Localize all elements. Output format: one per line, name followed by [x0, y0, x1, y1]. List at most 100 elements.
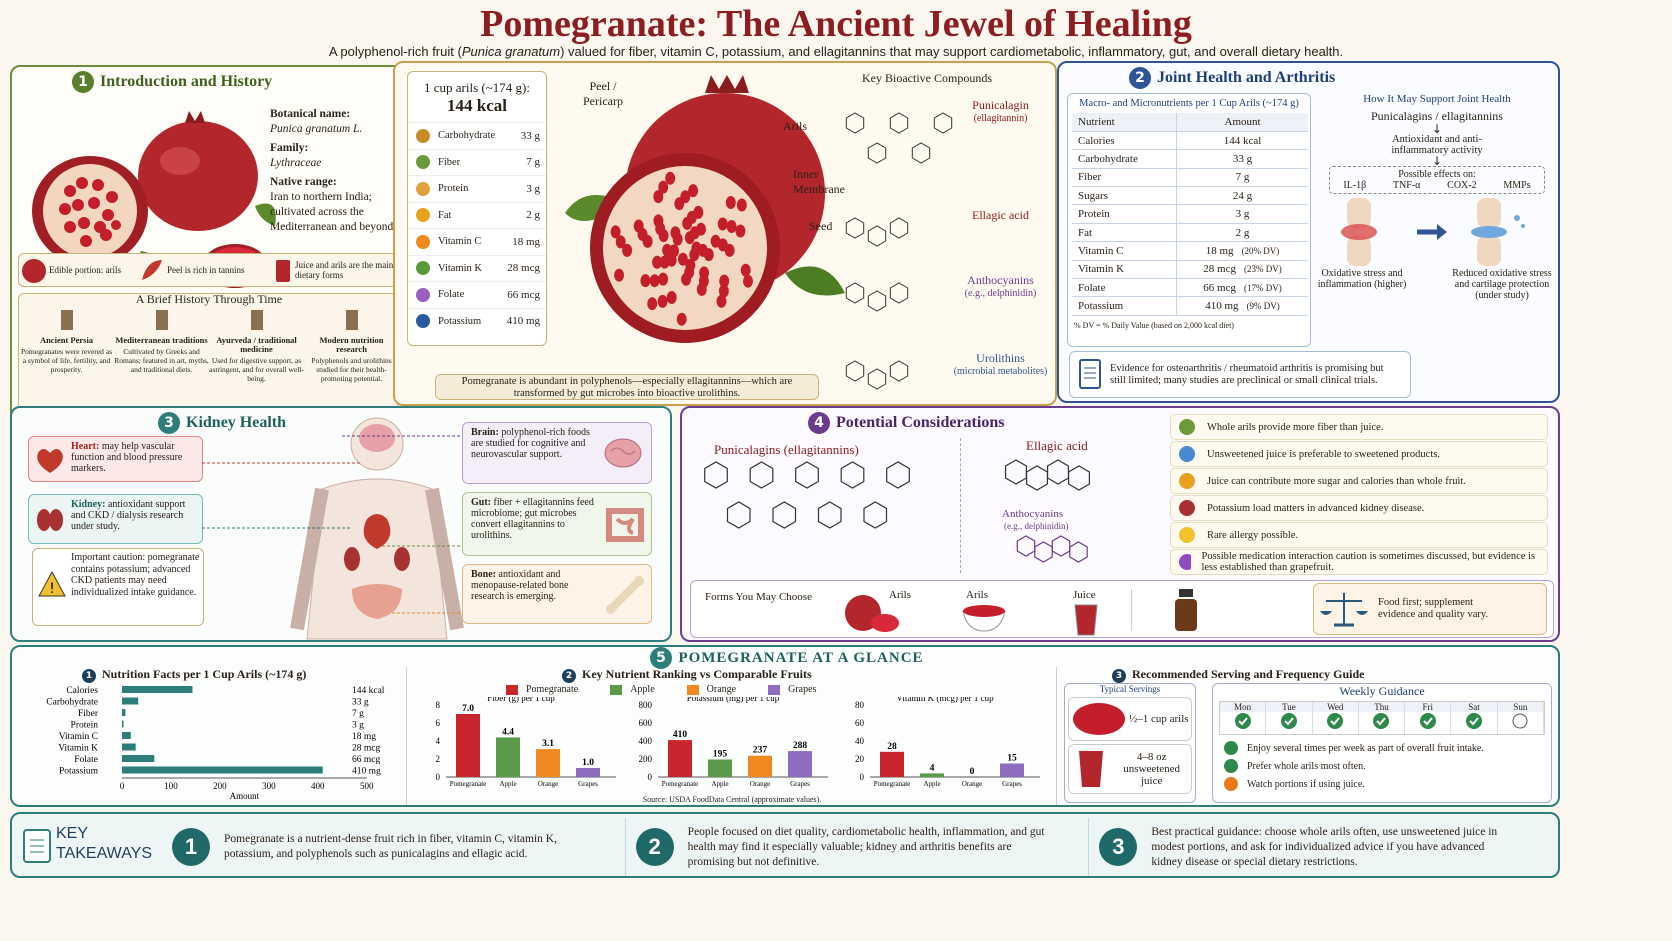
- support-title: How It May Support Joint Health: [1363, 93, 1511, 105]
- scale-icon: [1320, 593, 1368, 627]
- label-seed: Seed: [809, 219, 833, 233]
- day-cell: Mon: [1220, 702, 1267, 734]
- bowl-icon: [962, 605, 1006, 632]
- kidney-icon: [37, 509, 63, 531]
- cup-nutrient-name: Fat: [438, 209, 452, 221]
- subchart-bar: [456, 714, 480, 777]
- chart1-tick: 200: [213, 781, 227, 791]
- cup-nutrient-value: 33 g: [520, 129, 540, 142]
- cup-nutrient-name: Fiber: [438, 156, 461, 168]
- subtitle-post: ) valued for fiber, vitamin C, potassium…: [560, 44, 1344, 59]
- subchart-ytick: 6: [436, 718, 441, 728]
- consider-text: Potassium load matters in advanced kidne…: [1207, 502, 1425, 514]
- intro-title: Introduction and History: [100, 73, 273, 90]
- tip-item: Enjoy several times per week as part of …: [1223, 739, 1541, 757]
- subchart-category: Pomegranate: [450, 780, 487, 788]
- label-peel: Peel / Pericarp: [583, 79, 623, 108]
- pill-icon: [1179, 554, 1192, 570]
- history-item-title: Ancient Persia: [39, 335, 94, 345]
- nutrient-amount-cell: 18 mg(20% DV): [1176, 241, 1308, 261]
- subchart-bar: [880, 751, 904, 777]
- legend-item: Apple: [610, 684, 655, 695]
- juice-glass-icon: [1079, 751, 1103, 787]
- source-note: Source: USDA FoodData Central (approxima…: [642, 795, 822, 804]
- subchart-bar: [536, 749, 560, 777]
- nutrient-name: Calories: [1072, 131, 1178, 151]
- consider-text: Whole arils provide more fiber than juic…: [1207, 421, 1384, 433]
- subchart-value-label: 15: [1007, 754, 1017, 764]
- chart1-xlabel: Amount: [230, 791, 260, 801]
- legend-swatch: [686, 684, 699, 695]
- chart1-value-label: 410 mg: [352, 767, 381, 777]
- family-label: Family:: [270, 142, 309, 154]
- history-item-text: Polyphenols and urolithins studied for t…: [311, 356, 392, 383]
- legend-item: Orange: [686, 684, 736, 695]
- subchart-value-label: 1.0: [582, 758, 594, 768]
- nutrient-amount: 66 mcg: [1203, 281, 1236, 294]
- consider-item: Juice can contribute more sugar and calo…: [1170, 468, 1548, 494]
- body-illustration: [290, 417, 464, 640]
- serving-juice-text: 4–8 oz unsweetened juice: [1123, 751, 1181, 787]
- chart1-tick: 0: [120, 781, 125, 791]
- nutrient-amount: 18 mg: [1205, 244, 1234, 257]
- subchart-title: Vitamin K (mcg) per 1 cup: [896, 697, 994, 703]
- nutrient-amount-cell: 410 mg(9% DV): [1176, 296, 1308, 316]
- subchart-category: Orange: [962, 780, 983, 788]
- consider-text: Juice can contribute more sugar and calo…: [1207, 475, 1466, 487]
- chart1-category: Fiber: [78, 709, 99, 719]
- cup-nutrition-box: 1 cup arils (~174 g): 144 kcal Carbohydr…: [407, 71, 547, 346]
- dv-note: % DV = % Daily Value (based on 2,000 kca…: [1074, 320, 1234, 330]
- tip-text: Watch portions if using juice.: [1247, 778, 1365, 790]
- intro-number: 1: [72, 71, 94, 93]
- cup-nutrient-name: Protein: [438, 183, 469, 195]
- legend-label: Apple: [630, 684, 655, 695]
- chart1-value-label: 28 mcg: [352, 744, 380, 754]
- center-panel: 1 cup arils (~174 g): 144 kcal Carbohydr…: [393, 61, 1057, 406]
- subchart-bar: [788, 751, 812, 777]
- potassium-icon: [416, 314, 430, 329]
- nutrient-amount: 28 mcg: [1203, 263, 1236, 276]
- portion-tags: Edible portion: arils Peel is rich in ta…: [18, 253, 398, 287]
- day-label: Sun: [1497, 702, 1543, 712]
- day-cell: Thu: [1358, 702, 1406, 734]
- kidney-box: Kidney: antioxidant support and CKD / di…: [28, 494, 203, 544]
- tag-peel: Peel is rich in tannins: [167, 265, 245, 275]
- takeaway-text: People focused on diet quality, cardiome…: [687, 825, 1045, 868]
- subchart-ytick: 400: [639, 736, 653, 746]
- takeaways-title-2: TAKEAWAYS: [56, 845, 153, 862]
- serving-arils: ½–1 cup arils: [1068, 697, 1192, 741]
- chart2-title: Key Nutrient Ranking vs Comparable Fruit…: [582, 667, 812, 681]
- day-cell: Fri: [1405, 702, 1452, 734]
- subchart-value-label: 0: [970, 767, 975, 777]
- bone-icon: [606, 576, 644, 614]
- subchart-ytick: 0: [436, 772, 441, 782]
- compound-structure: [845, 217, 909, 247]
- document-icon: [1079, 358, 1101, 389]
- nutrient-dv: (9% DV): [1246, 301, 1280, 312]
- clipboard-icon: [23, 829, 51, 863]
- day-label: Thu: [1358, 702, 1405, 712]
- form-arils-1: Arils: [889, 589, 911, 601]
- consider-text: Possible medication interaction caution …: [1201, 551, 1536, 573]
- compound-name: Ellagic acid: [972, 208, 1029, 222]
- tag-juice: Juice and arils are the main dietary for…: [295, 260, 394, 280]
- kidney-bold: Kidney:: [71, 499, 106, 510]
- bars-icon: [1179, 473, 1195, 489]
- nutrient-dv: (23% DV): [1244, 264, 1282, 275]
- pomegranate-illustration: [32, 111, 276, 288]
- arrow-down-icon: ↓: [1431, 122, 1443, 136]
- heart-box: Heart: may help vascular function and bl…: [28, 436, 203, 482]
